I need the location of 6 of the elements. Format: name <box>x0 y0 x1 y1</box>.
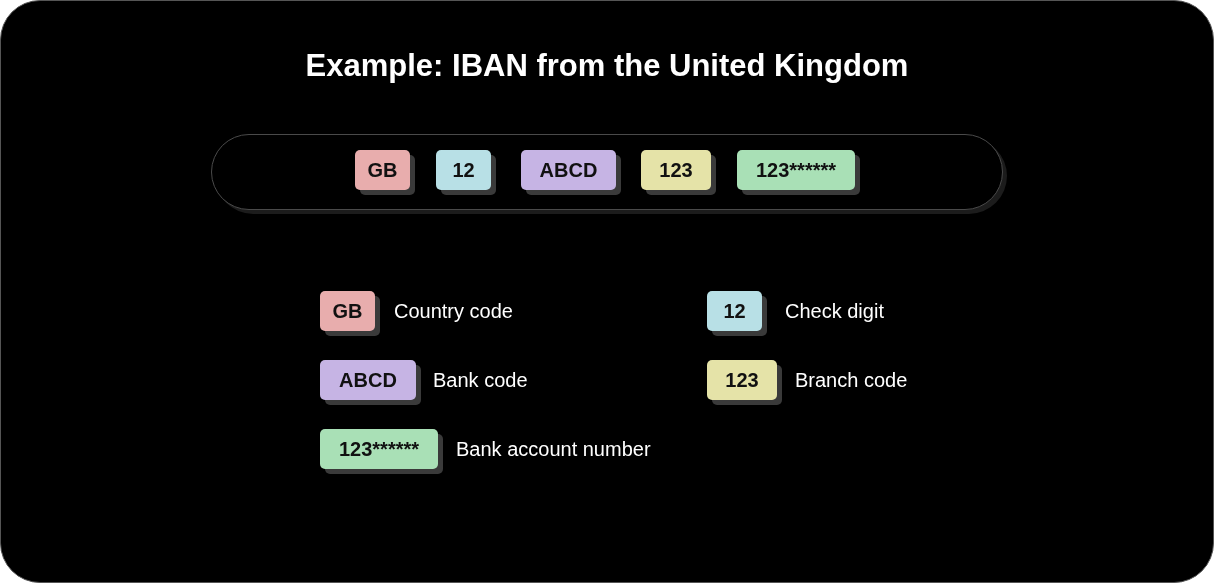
field-description: Bank code <box>433 368 528 393</box>
field-description: Bank account number <box>456 437 651 462</box>
title: Example: IBAN from the United Kingdom <box>304 48 910 84</box>
field-description: Branch code <box>795 368 908 393</box>
field-description: Country code <box>394 299 513 324</box>
field-description: Check digit <box>785 299 884 324</box>
